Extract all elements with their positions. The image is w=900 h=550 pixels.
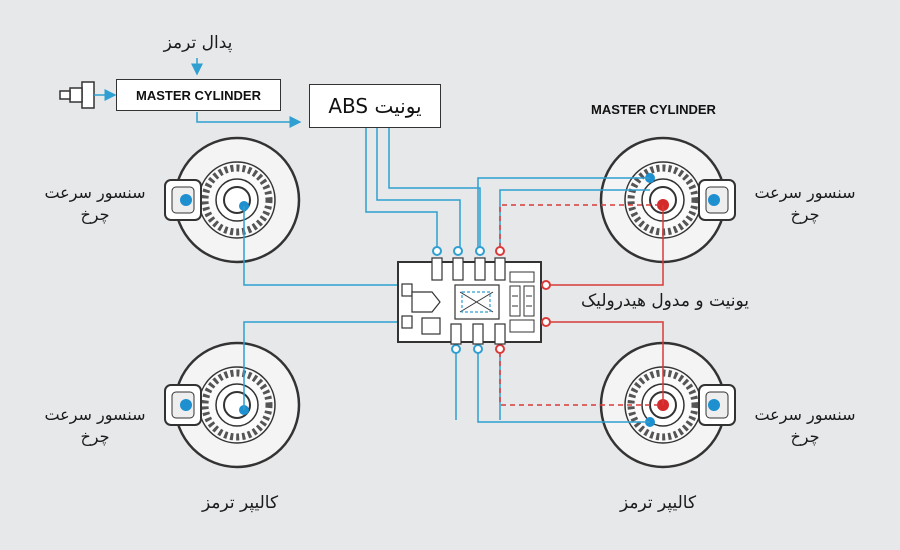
wheel-speed-sensor-icon <box>698 179 736 221</box>
brake-disc-front-left <box>173 136 301 264</box>
sensor-line1: سنسور سرعت <box>44 405 146 424</box>
brake-pedal-label: پدال ترمز <box>163 33 233 53</box>
brake-pedal-pushrod-icon <box>59 81 117 109</box>
abs-unit-box: یونیت ABS <box>309 84 441 128</box>
brake-disc-rear-left <box>173 341 301 469</box>
wheel-speed-sensor-label-front-left: سنسور سرعت چرخ <box>30 182 160 225</box>
wheel-speed-sensor-icon <box>164 179 202 221</box>
master-cylinder-heading: MASTER CYLINDER <box>591 102 716 117</box>
hydraulic-unit-label: یونیت و مدول هیدرولیک <box>560 290 770 313</box>
red-hydraulic-lines <box>499 204 664 406</box>
sensor-line2: چرخ <box>790 426 820 446</box>
brake-caliper-label-right: کالیپر ترمز <box>619 493 697 513</box>
master-cylinder-box: MASTER CYLINDER <box>116 79 281 111</box>
wheel-speed-sensor-label-rear-right: سنسور سرعت چرخ <box>740 404 870 447</box>
sensor-line1: سنسور سرعت <box>754 405 856 424</box>
blue-signal-lines <box>191 58 650 423</box>
abs-unit-label: یونیت ABS <box>328 94 422 118</box>
master-cylinder-label: MASTER CYLINDER <box>136 87 261 103</box>
sensor-line2: چرخ <box>80 204 110 224</box>
sensor-line2: چرخ <box>80 426 110 446</box>
wheel-speed-sensor-icon <box>698 384 736 426</box>
wheel-speed-sensor-icon <box>164 384 202 426</box>
sensor-line1: سنسور سرعت <box>44 183 146 202</box>
sensor-line1: سنسور سرعت <box>754 183 856 202</box>
sensor-line2: چرخ <box>790 204 820 224</box>
hydraulic-valve-block-icon <box>397 246 551 354</box>
brake-caliper-label-left: کالیپر ترمز <box>201 493 279 513</box>
wheel-speed-sensor-label-rear-left: سنسور سرعت چرخ <box>30 404 160 447</box>
wheel-speed-sensor-label-front-right: سنسور سرعت چرخ <box>740 182 870 225</box>
